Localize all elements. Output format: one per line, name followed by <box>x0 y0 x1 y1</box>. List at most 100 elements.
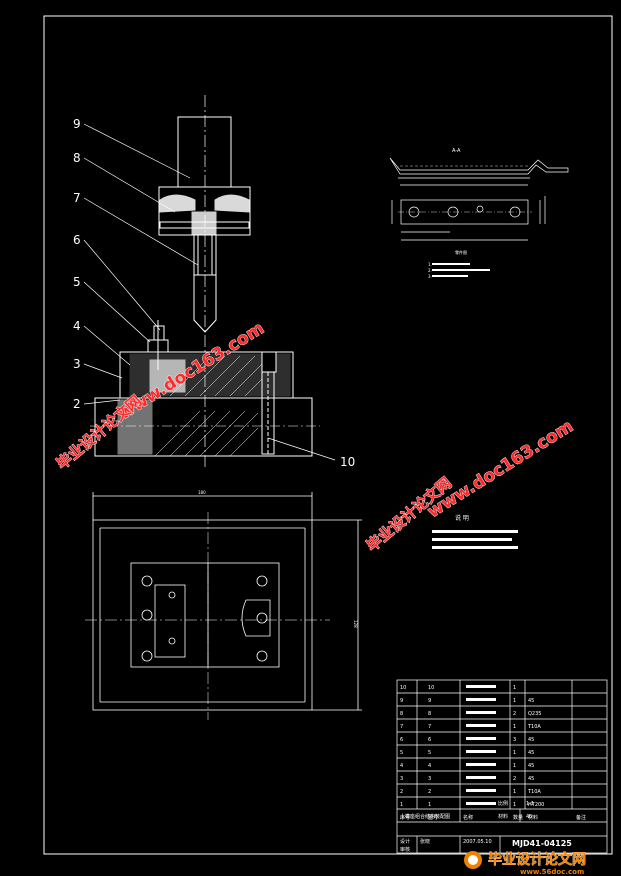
detail-note-3: 3. <box>428 274 432 279</box>
bom-cell-qty: 1 <box>513 750 516 756</box>
bom-cell-material: 45 <box>528 698 534 704</box>
plan-view: 180 128 <box>85 490 362 720</box>
bom-cell-seq: 4 <box>400 763 403 769</box>
watermark-right: www.doc163.com 毕业设计论文网 <box>363 416 578 556</box>
material-value: 45 <box>526 814 532 820</box>
bom-name-bars <box>466 685 496 805</box>
title-block: 上模座组合结构装配图 比例 1:1 材料 45 设计 张晓 2007.05.10… <box>400 800 572 853</box>
bom-header-no: 图号 <box>428 815 438 821</box>
bom-name-bar <box>466 776 496 779</box>
bom-cell-seq: 3 <box>400 776 403 782</box>
detail-note-2: 2. <box>428 268 432 273</box>
bom-cell-material: 45 <box>528 763 534 769</box>
bom-cell-material: HT200 <box>528 802 544 808</box>
bom-cell-qty: 3 <box>513 737 516 743</box>
bom-name-bar <box>466 802 496 805</box>
bom-cell-seq: 1 <box>400 802 403 808</box>
bom-header-material: 材料 <box>528 814 538 821</box>
bom-cell-seq: 7 <box>400 724 403 730</box>
part-callout-numbers: 9 8 7 6 5 4 3 2 10 <box>73 117 355 469</box>
bom-cell-no: 7 <box>428 724 431 730</box>
callout-10: 10 <box>340 455 355 469</box>
bom-cell-seq: 6 <box>400 737 403 743</box>
bom-cell-seq: 8 <box>400 711 403 717</box>
footer-url: www.56doc.com <box>520 868 584 876</box>
bom-cell-no: 8 <box>428 711 431 717</box>
part-detail: A-A 零件图 <box>389 148 569 277</box>
bom-cell-no: 2 <box>428 789 431 795</box>
callout-leaders <box>83 123 336 461</box>
bom-header-name: 名称 <box>463 814 473 821</box>
bom-name-bar <box>466 763 496 766</box>
drawing-frame <box>43 15 613 855</box>
bom-name-bar <box>466 698 496 701</box>
drawing-number: MJD41-04125 <box>512 839 572 848</box>
bom-cell-qty: 1 <box>513 724 516 730</box>
bom-table <box>396 679 608 854</box>
view-label: 零件图 <box>455 249 467 255</box>
bom-cell-material: T10A <box>527 724 541 730</box>
bom-header-qty: 数量 <box>513 814 523 821</box>
bom-cell-qty: 2 <box>513 776 516 782</box>
designer-name: 张晓 <box>420 838 430 845</box>
bom-name-bar <box>466 711 496 714</box>
callout-7: 7 <box>73 191 81 205</box>
bom-cell-material: 45 <box>528 776 534 782</box>
detail-notes: 1. 2. 3. <box>428 262 432 279</box>
bom-cell-qty: 1 <box>513 698 516 704</box>
height-dim: 128 <box>353 620 358 628</box>
bom-cell-qty: 1 <box>513 789 516 795</box>
drawing-title: 上模座组合结构装配图 <box>400 813 450 820</box>
detail-note-1: 1. <box>428 262 432 267</box>
bom-name-bar <box>466 737 496 740</box>
bom-cell-no: 1 <box>428 802 431 808</box>
callout-6: 6 <box>73 233 81 247</box>
bom-cell-no: 4 <box>428 763 431 769</box>
design-label: 设计 <box>400 838 410 845</box>
callout-9: 9 <box>73 117 81 131</box>
bom-name-bar <box>466 724 496 727</box>
bom-cell-no: 6 <box>428 737 431 743</box>
footer-logo: 毕业设计论文网 www.56doc.com <box>464 851 586 876</box>
bom-cell-material: Q235 <box>528 711 541 717</box>
callout-5: 5 <box>73 275 81 289</box>
section-label: A-A <box>452 148 461 154</box>
watermark-url-right: www.doc163.com <box>424 416 577 522</box>
bom-cell-seq: 10 <box>400 685 406 691</box>
width-dim: 180 <box>198 490 206 495</box>
bom-cell-material: 45 <box>528 737 534 743</box>
bom-cell-no: 9 <box>428 698 431 704</box>
bom-cell-qty: 1 <box>513 802 516 808</box>
footer-cn: 毕业设计论文网 <box>488 851 586 868</box>
bom-cell-seq: 9 <box>400 698 403 704</box>
callout-8: 8 <box>73 151 81 165</box>
bom-cell-material: 45 <box>528 750 534 756</box>
bom-header-remark: 备注 <box>576 814 586 821</box>
bom-cell-seq: 5 <box>400 750 403 756</box>
bom-name-bar <box>466 789 496 792</box>
bom-cell-seq: 2 <box>400 789 403 795</box>
assembly-view <box>90 95 320 470</box>
bom-cell-no: 10 <box>428 685 434 691</box>
bom-cell-qty: 1 <box>513 763 516 769</box>
bom-cell-no: 3 <box>428 776 431 782</box>
notes-block: 说 明 <box>432 514 518 549</box>
bom-cell-material: T10A <box>527 789 541 795</box>
bom-name-bar <box>466 750 496 753</box>
bom-cell-no: 5 <box>428 750 431 756</box>
bom-cell-qty: 1 <box>513 685 516 691</box>
scale-label: 比例 <box>498 800 508 807</box>
notes-title: 说 明 <box>455 514 469 522</box>
design-date: 2007.05.10 <box>463 839 492 845</box>
bom-name-bar <box>466 685 496 688</box>
bom-header-seq: 序号 <box>400 814 410 821</box>
bom-cell-qty: 2 <box>513 711 516 717</box>
check-label: 审核 <box>400 846 410 853</box>
callout-3: 3 <box>73 357 81 371</box>
callout-4: 4 <box>73 319 81 333</box>
material-label: 材料 <box>498 813 508 820</box>
scale-value: 1:1 <box>526 801 534 807</box>
callout-2: 2 <box>73 397 81 411</box>
